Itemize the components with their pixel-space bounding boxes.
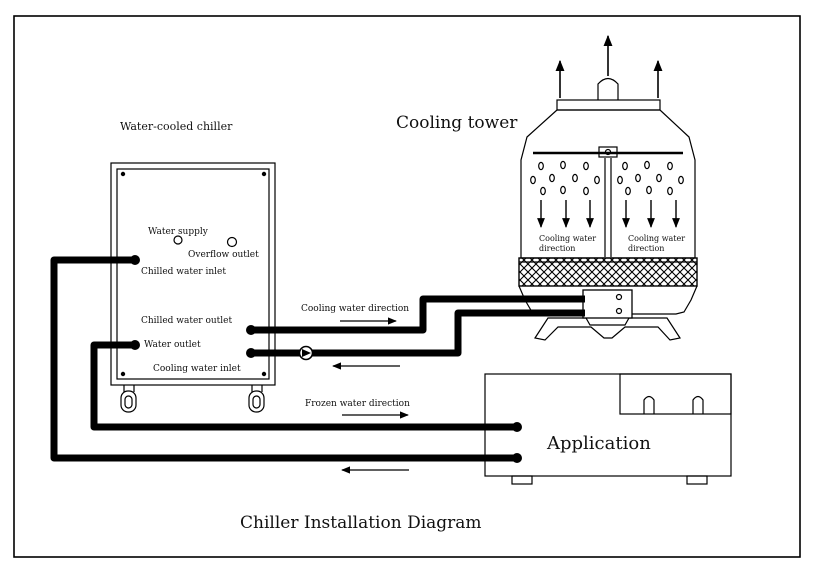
cooling-tower bbox=[518, 34, 698, 341]
cooling-water-inlet-label: Cooling water inlet bbox=[153, 364, 241, 374]
water-outlet-pipe bbox=[90, 341, 517, 431]
overflow-outlet-label: Overflow outlet bbox=[188, 250, 259, 260]
chiller-label: Water-cooled chiller bbox=[120, 120, 233, 133]
water-droplets-right bbox=[617, 160, 684, 196]
frozen-water-direction-label: Frozen water direction bbox=[305, 399, 410, 409]
tower-pipe-connector bbox=[582, 289, 633, 319]
water-cooled-chiller bbox=[110, 162, 276, 413]
chilled-water-outlet-label: Chilled water outlet bbox=[141, 316, 232, 326]
chilled-water-inlet-pipe bbox=[50, 256, 517, 462]
tower-legs bbox=[534, 317, 681, 341]
overflow-outlet-port bbox=[226, 236, 238, 248]
piping bbox=[50, 255, 585, 463]
diagram-title: Chiller Installation Diagram bbox=[240, 513, 482, 533]
tower-direction-right-line1: Cooling water bbox=[628, 234, 685, 243]
diagram-frame bbox=[13, 15, 801, 558]
water-supply-port bbox=[173, 235, 183, 245]
left-wheel bbox=[120, 385, 137, 413]
water-supply-label: Water supply bbox=[148, 227, 209, 237]
application-unit bbox=[484, 373, 732, 485]
tower-direction-right-line2: direction bbox=[628, 244, 664, 253]
application-label: Application bbox=[546, 433, 651, 454]
cooling-water-return-pipe bbox=[251, 309, 585, 357]
water-droplets-left bbox=[530, 160, 600, 196]
tower-direction-left-line2: direction bbox=[539, 244, 575, 253]
fan-motor bbox=[597, 77, 619, 100]
fill-media bbox=[518, 257, 698, 287]
water-outlet-label: Water outlet bbox=[144, 340, 201, 350]
cooling-tower-label: Cooling tower bbox=[396, 113, 518, 133]
cooling-water-direction-label: Cooling water direction bbox=[301, 304, 409, 314]
tower-direction-left-line1: Cooling water bbox=[539, 234, 596, 243]
cooling-water-supply-pipe bbox=[251, 295, 585, 334]
chilled-water-inlet-label: Chilled water inlet bbox=[141, 267, 226, 277]
right-wheel bbox=[248, 385, 265, 413]
